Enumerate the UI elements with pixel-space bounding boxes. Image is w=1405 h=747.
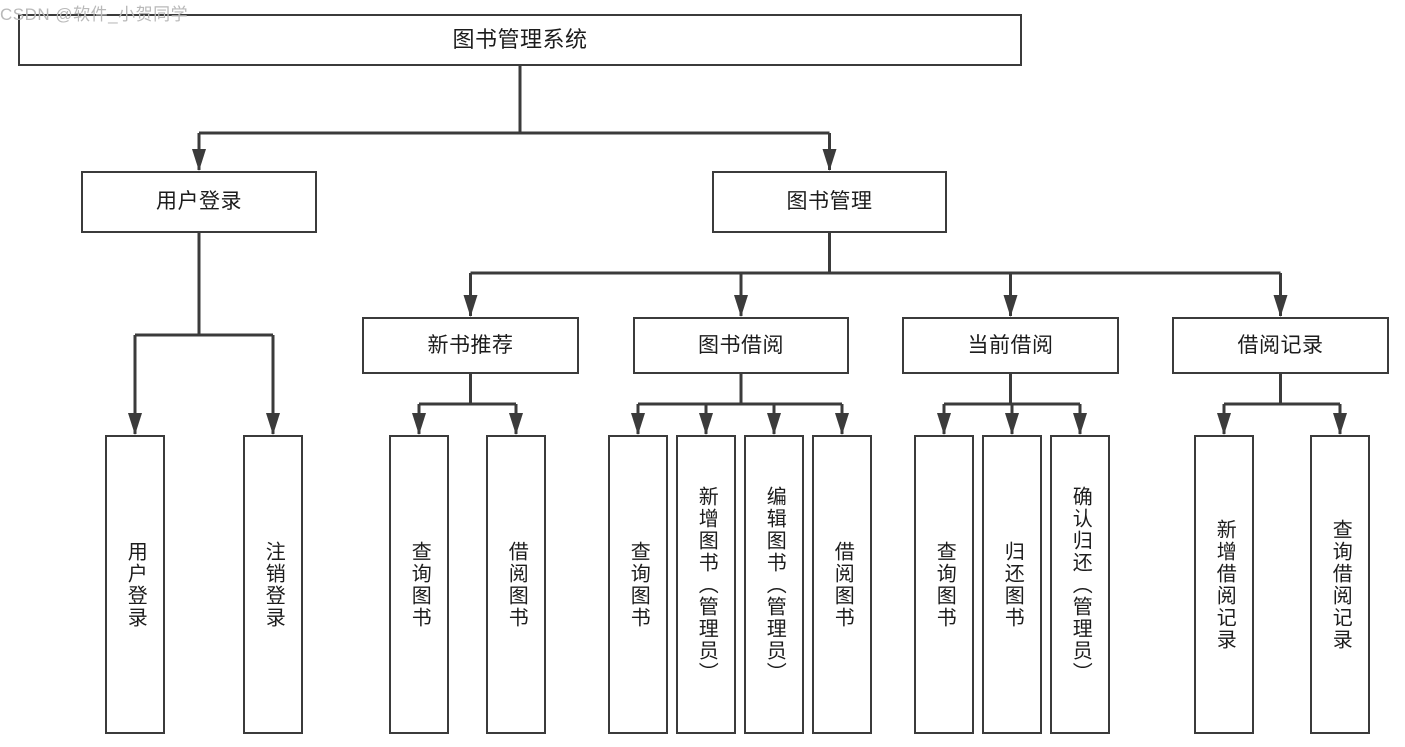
arrow-head-icon — [937, 413, 951, 435]
node-label: 注销登录 — [262, 540, 285, 629]
node-book-borrow[interactable]: 图书借阅 — [633, 317, 849, 374]
node-leaf-return-book[interactable]: 归还图书 — [982, 435, 1042, 734]
node-leaf-edit-book-admin[interactable]: 编辑图书（管理员） — [744, 435, 804, 734]
node-current-borrow[interactable]: 当前借阅 — [902, 317, 1119, 374]
watermark: CSDN @软件_小贺同学 — [0, 5, 189, 24]
node-leaf-logout[interactable]: 注销登录 — [243, 435, 303, 734]
node-leaf-add-borrow-record[interactable]: 新增借阅记录 — [1194, 435, 1254, 734]
node-leaf-query-book-current[interactable]: 查询图书 — [914, 435, 974, 734]
node-leaf-query-book-recommend[interactable]: 查询图书 — [389, 435, 449, 734]
node-user-login[interactable]: 用户登录 — [81, 171, 317, 233]
arrow-head-icon — [822, 149, 837, 171]
arrow-head-icon — [1005, 413, 1019, 435]
node-label: 查询图书 — [408, 540, 431, 629]
node-leaf-confirm-return-admin[interactable]: 确认归还（管理员） — [1050, 435, 1110, 734]
node-label: 用户登录 — [156, 190, 242, 214]
node-label: 新增图书（管理员） — [695, 485, 718, 684]
arrow-head-icon — [631, 413, 645, 435]
node-label: 借阅记录 — [1237, 333, 1324, 357]
node-root[interactable]: 图书管理系统 — [18, 14, 1022, 66]
node-label: 图书管理系统 — [452, 26, 588, 52]
arrow-head-icon — [767, 413, 781, 435]
node-leaf-query-borrow-record[interactable]: 查询借阅记录 — [1310, 435, 1370, 734]
arrow-head-icon — [463, 295, 478, 317]
node-label: 当前借阅 — [967, 333, 1054, 357]
arrow-head-icon — [1333, 413, 1347, 435]
node-label: 借阅图书 — [831, 540, 854, 629]
arrow-head-icon — [1073, 413, 1087, 435]
node-book-management[interactable]: 图书管理 — [712, 171, 947, 233]
arrow-head-icon — [835, 413, 849, 435]
arrow-head-icon — [1273, 295, 1288, 317]
node-label: 用户登录 — [124, 540, 147, 629]
arrow-head-icon — [412, 413, 426, 435]
arrow-head-icon — [192, 149, 206, 171]
node-leaf-user-login[interactable]: 用户登录 — [105, 435, 165, 734]
node-label: 新增借阅记录 — [1213, 518, 1236, 651]
node-label: 借阅图书 — [505, 540, 528, 629]
arrow-head-icon — [699, 413, 713, 435]
node-label: 查询图书 — [933, 540, 956, 629]
node-label: 图书借阅 — [698, 333, 784, 357]
node-label: 编辑图书（管理员） — [763, 485, 786, 684]
arrow-head-icon — [1003, 295, 1018, 317]
node-label: 查询借阅记录 — [1329, 518, 1352, 651]
node-leaf-borrow-book[interactable]: 借阅图书 — [812, 435, 872, 734]
arrow-head-icon — [734, 295, 748, 317]
node-label: 查询图书 — [627, 540, 650, 629]
node-borrow-record[interactable]: 借阅记录 — [1172, 317, 1389, 374]
arrow-head-icon — [509, 413, 523, 435]
node-leaf-query-book-borrow[interactable]: 查询图书 — [608, 435, 668, 734]
node-leaf-add-book-admin[interactable]: 新增图书（管理员） — [676, 435, 736, 734]
arrow-head-icon — [128, 413, 142, 435]
node-new-book-recommend[interactable]: 新书推荐 — [362, 317, 579, 374]
node-leaf-borrow-book-recommend[interactable]: 借阅图书 — [486, 435, 546, 734]
node-label: 归还图书 — [1001, 540, 1024, 629]
arrow-head-icon — [1217, 413, 1231, 435]
node-label: 确认归还（管理员） — [1069, 485, 1092, 684]
node-label: 新书推荐 — [427, 333, 514, 357]
node-label: 图书管理 — [786, 190, 873, 214]
arrow-head-icon — [266, 413, 280, 435]
